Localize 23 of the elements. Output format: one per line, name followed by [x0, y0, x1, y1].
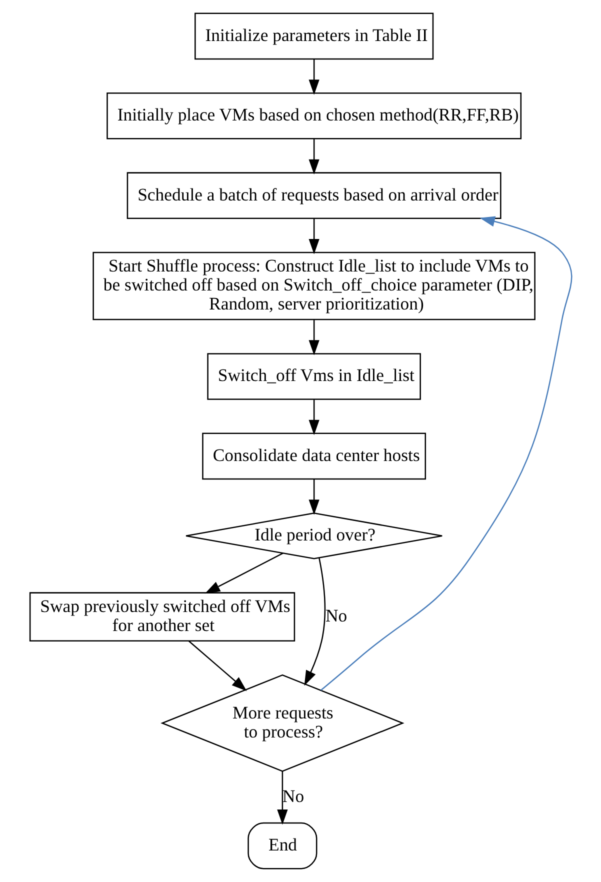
node-box: Switch_off Vms in Idle_list: [206, 353, 420, 400]
arrow: [276, 771, 288, 825]
node-box: Swap previously switched off VMs for another set: [28, 592, 295, 642]
node-box: Schedule a batch of requests based on arrival order: [126, 172, 501, 219]
arrow: [308, 479, 319, 515]
arrow: [304, 558, 325, 686]
arrow: [308, 320, 319, 356]
node-box: Start Shuffle process: Construct Idle_list to include VMs to be switched off based on Switch_off_choice parameter (DIP, Random, server prioritization): [92, 252, 535, 320]
arrow: [308, 400, 319, 436]
arrow: [188, 640, 246, 692]
arrow: [308, 139, 319, 175]
node-box: Initialize parameters in Table II: [194, 12, 434, 60]
arrow: [204, 552, 283, 594]
node-box: Initially place VMs based on chosen method(RR,FF,RB): [106, 92, 522, 140]
arrow: [308, 218, 319, 254]
edge-label: No: [324, 606, 347, 626]
edge-label: No: [282, 786, 304, 806]
node-box: End: [247, 822, 317, 870]
node-diamond: Idle period over?: [184, 512, 442, 560]
node-box: Consolidate data center hosts: [202, 432, 426, 480]
arrow: [308, 59, 319, 95]
node-diamond: More requests to process?: [160, 674, 404, 772]
arrow: [320, 216, 572, 691]
